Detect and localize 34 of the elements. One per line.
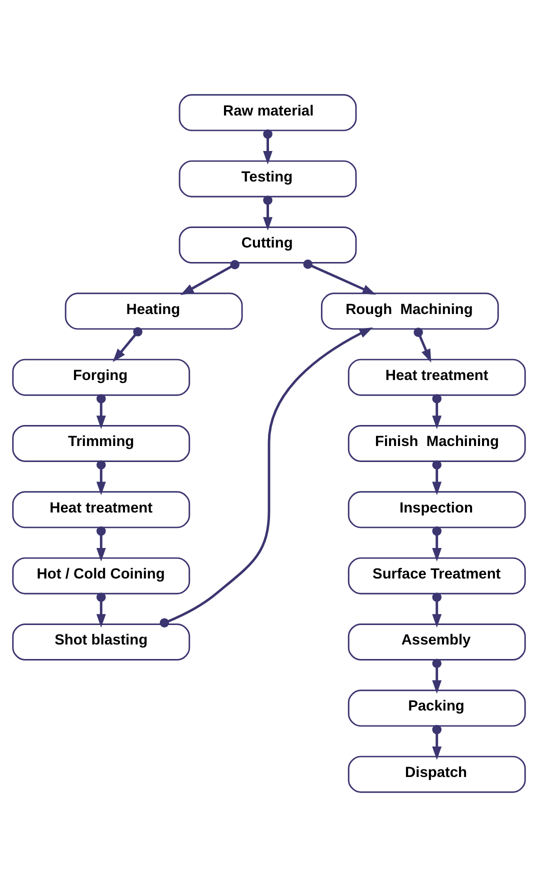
node-box: Surface Treatment [348,557,526,594]
node-box: Shot blasting [12,624,190,660]
arrow [96,460,106,496]
node-box: Hot / Cold Coining [12,557,190,594]
arrow [414,328,432,363]
node-box: Rough Machining [320,292,499,330]
arrow [432,724,442,760]
arrow [96,526,106,562]
arrow [303,260,376,295]
node-box: Heat treatment [348,358,526,396]
arrow [263,196,272,231]
arrow [96,592,106,628]
arrow [180,260,240,296]
node-box: Dispatch [348,756,526,793]
node-box: Finish Machining [348,425,526,462]
node-box: Heat treatment [12,491,190,528]
node-box: Packing [348,690,526,727]
node-box: Raw material [178,94,357,132]
arrow [432,460,442,496]
node-box: Inspection [348,491,526,528]
node-box: Assembly [348,624,526,660]
node-box: Trimming [12,425,190,462]
node-box: Cutting [178,226,357,264]
node-box: Heating [64,292,243,330]
arrow [432,658,442,694]
arrow [432,394,442,430]
arrow [432,592,442,628]
node-box: Testing [178,160,357,198]
arrow [112,327,142,362]
arrow [96,394,106,430]
arrow [432,526,442,562]
arrow [263,129,272,164]
arrow [160,327,373,628]
node-box: Forging [12,358,190,396]
